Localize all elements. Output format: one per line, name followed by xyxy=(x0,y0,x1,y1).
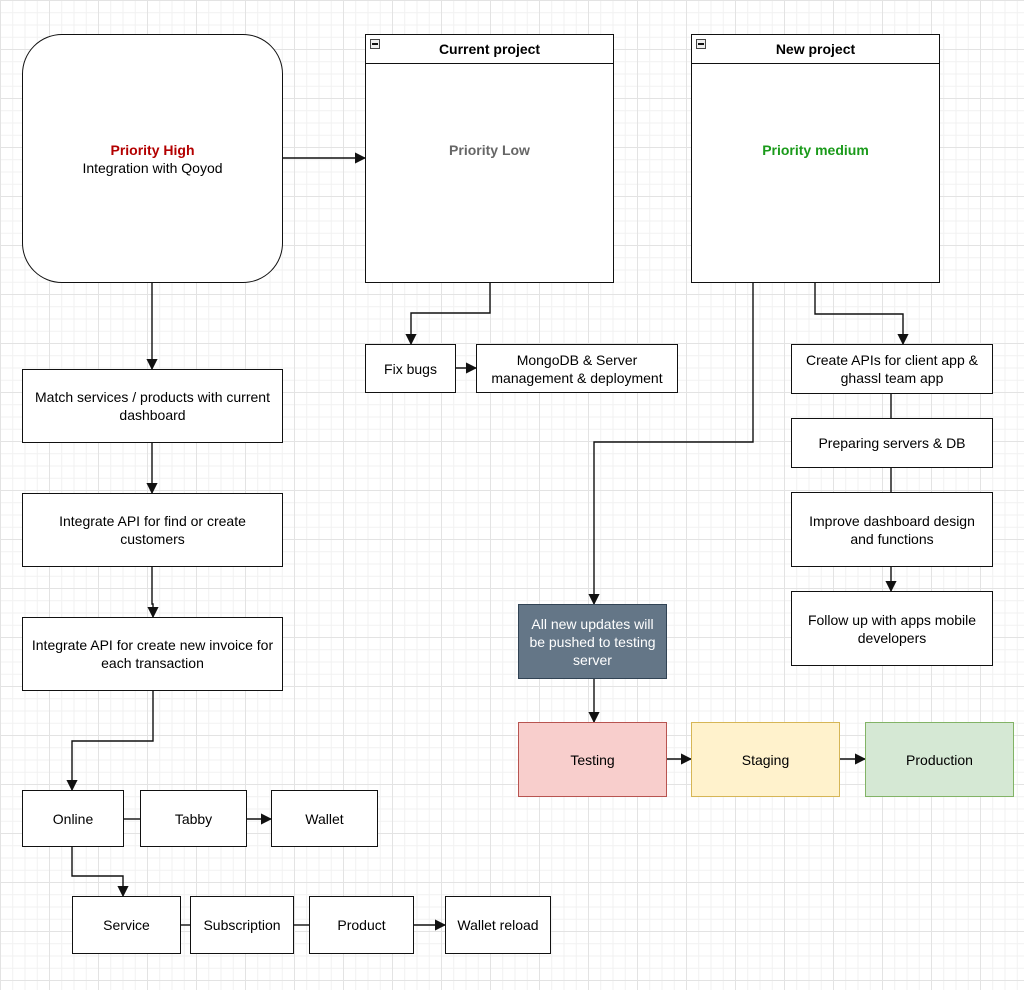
step-label: Integrate API for find or create custome… xyxy=(59,513,246,547)
task-create-apis[interactable]: Create APIs for client app & ghassl team… xyxy=(791,344,993,394)
type-label: Service xyxy=(103,917,150,933)
task-improve-dashboard[interactable]: Improve dashboard design and functions xyxy=(791,492,993,567)
payment-label: Tabby xyxy=(174,810,213,827)
current-project-header: Current project xyxy=(366,35,613,64)
edge-online-to-service xyxy=(71,847,129,898)
task-fix-bugs[interactable]: Fix bugs xyxy=(365,344,456,393)
edge-current-to-fixbugs xyxy=(405,283,491,346)
priority-high-box[interactable]: Priority High Integration with Qoyod xyxy=(22,34,283,283)
payment-online[interactable]: Online xyxy=(22,790,124,847)
priority-high-title: Integration with Qoyod xyxy=(82,159,223,176)
pipeline-testing[interactable]: Testing xyxy=(518,722,667,797)
pipeline-label: Testing xyxy=(570,751,615,768)
current-project-priority: Priority Low xyxy=(449,142,530,158)
current-project-container[interactable]: Current project Priority Low xyxy=(365,34,614,283)
step-create-invoice[interactable]: Integrate API for create new invoice for… xyxy=(22,617,283,691)
new-project-header: New project xyxy=(692,35,939,64)
task-mongodb-server[interactable]: MongoDB & Server management & deployment xyxy=(476,344,678,393)
payment-label: Wallet xyxy=(305,810,344,827)
edge-invoice-to-online xyxy=(66,691,154,792)
priority-high-label: Priority High xyxy=(110,141,195,158)
task-label: Create APIs for client app & ghassl team… xyxy=(806,352,978,386)
testing-server-note[interactable]: All new updates will be pushed to testin… xyxy=(518,604,667,679)
task-label: Follow up with apps mobile developers xyxy=(807,611,977,646)
payment-label: Online xyxy=(52,810,94,827)
note-label: All new updates will be pushed to testin… xyxy=(529,615,656,668)
type-subscription[interactable]: Subscription xyxy=(190,896,294,954)
pipeline-staging[interactable]: Staging xyxy=(691,722,840,797)
step-label: Integrate API for create new invoice for… xyxy=(31,637,274,671)
pipeline-production[interactable]: Production xyxy=(865,722,1014,797)
new-project-priority: Priority medium xyxy=(762,142,869,158)
edge-new-to-create-apis xyxy=(814,283,909,346)
pipeline-label: Production xyxy=(906,751,973,768)
new-project-title: New project xyxy=(775,41,856,57)
type-label: Subscription xyxy=(203,917,281,933)
task-preparing-servers[interactable]: Preparing servers & DB xyxy=(791,418,993,468)
task-follow-up-mobile[interactable]: Follow up with apps mobile developers xyxy=(791,591,993,666)
task-label: MongoDB & Server management & deployment xyxy=(491,351,663,386)
type-product[interactable]: Product xyxy=(309,896,414,954)
pipeline-label: Staging xyxy=(741,751,790,768)
task-label: Improve dashboard design and functions xyxy=(809,512,975,547)
new-project-container[interactable]: New project Priority medium xyxy=(691,34,940,283)
edge-new-to-testing-note xyxy=(588,283,754,606)
current-project-title: Current project xyxy=(438,41,541,57)
type-wallet-reload[interactable]: Wallet reload xyxy=(445,896,551,954)
collapse-icon[interactable] xyxy=(370,39,380,49)
step-match-services[interactable]: Match services / products with current d… xyxy=(22,369,283,443)
task-label: Preparing servers & DB xyxy=(818,435,966,451)
step-label: Match services / products with current d… xyxy=(35,389,270,423)
edge-customers-to-invoice xyxy=(147,567,159,619)
payment-wallet[interactable]: Wallet xyxy=(271,790,378,847)
step-find-create-customers[interactable]: Integrate API for find or create custome… xyxy=(22,493,283,567)
payment-tabby[interactable]: Tabby xyxy=(140,790,247,847)
task-label: Fix bugs xyxy=(384,360,437,377)
type-label: Wallet reload xyxy=(457,917,539,933)
type-service[interactable]: Service xyxy=(72,896,181,954)
type-label: Product xyxy=(337,917,386,933)
collapse-icon[interactable] xyxy=(696,39,706,49)
